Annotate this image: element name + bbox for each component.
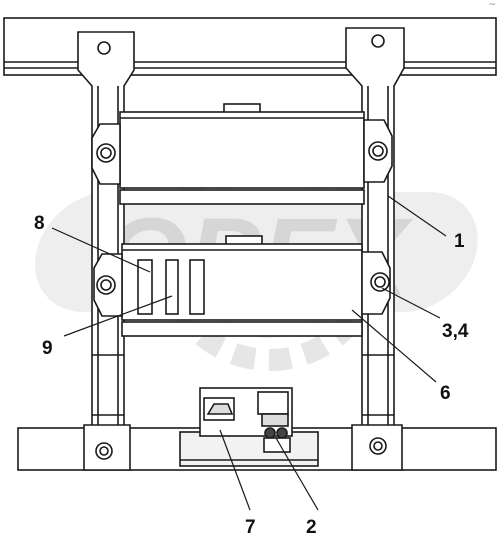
callout-2: 2 (306, 517, 317, 538)
callout-8: 8 (34, 213, 45, 234)
lower-battery-box (93, 235, 391, 337)
callout-9: 9 (42, 338, 53, 359)
callout-6: 6 (440, 383, 451, 404)
bracket-bolts (95, 34, 387, 460)
upper-battery-box (91, 103, 393, 205)
corner-mark: ~ (488, 0, 496, 10)
terminal-block (199, 387, 293, 453)
callout-3-4: 3,4 (442, 321, 469, 342)
callout-1: 1 (454, 231, 465, 252)
callout-7: 7 (245, 517, 256, 538)
leader-lines (51, 195, 447, 511)
